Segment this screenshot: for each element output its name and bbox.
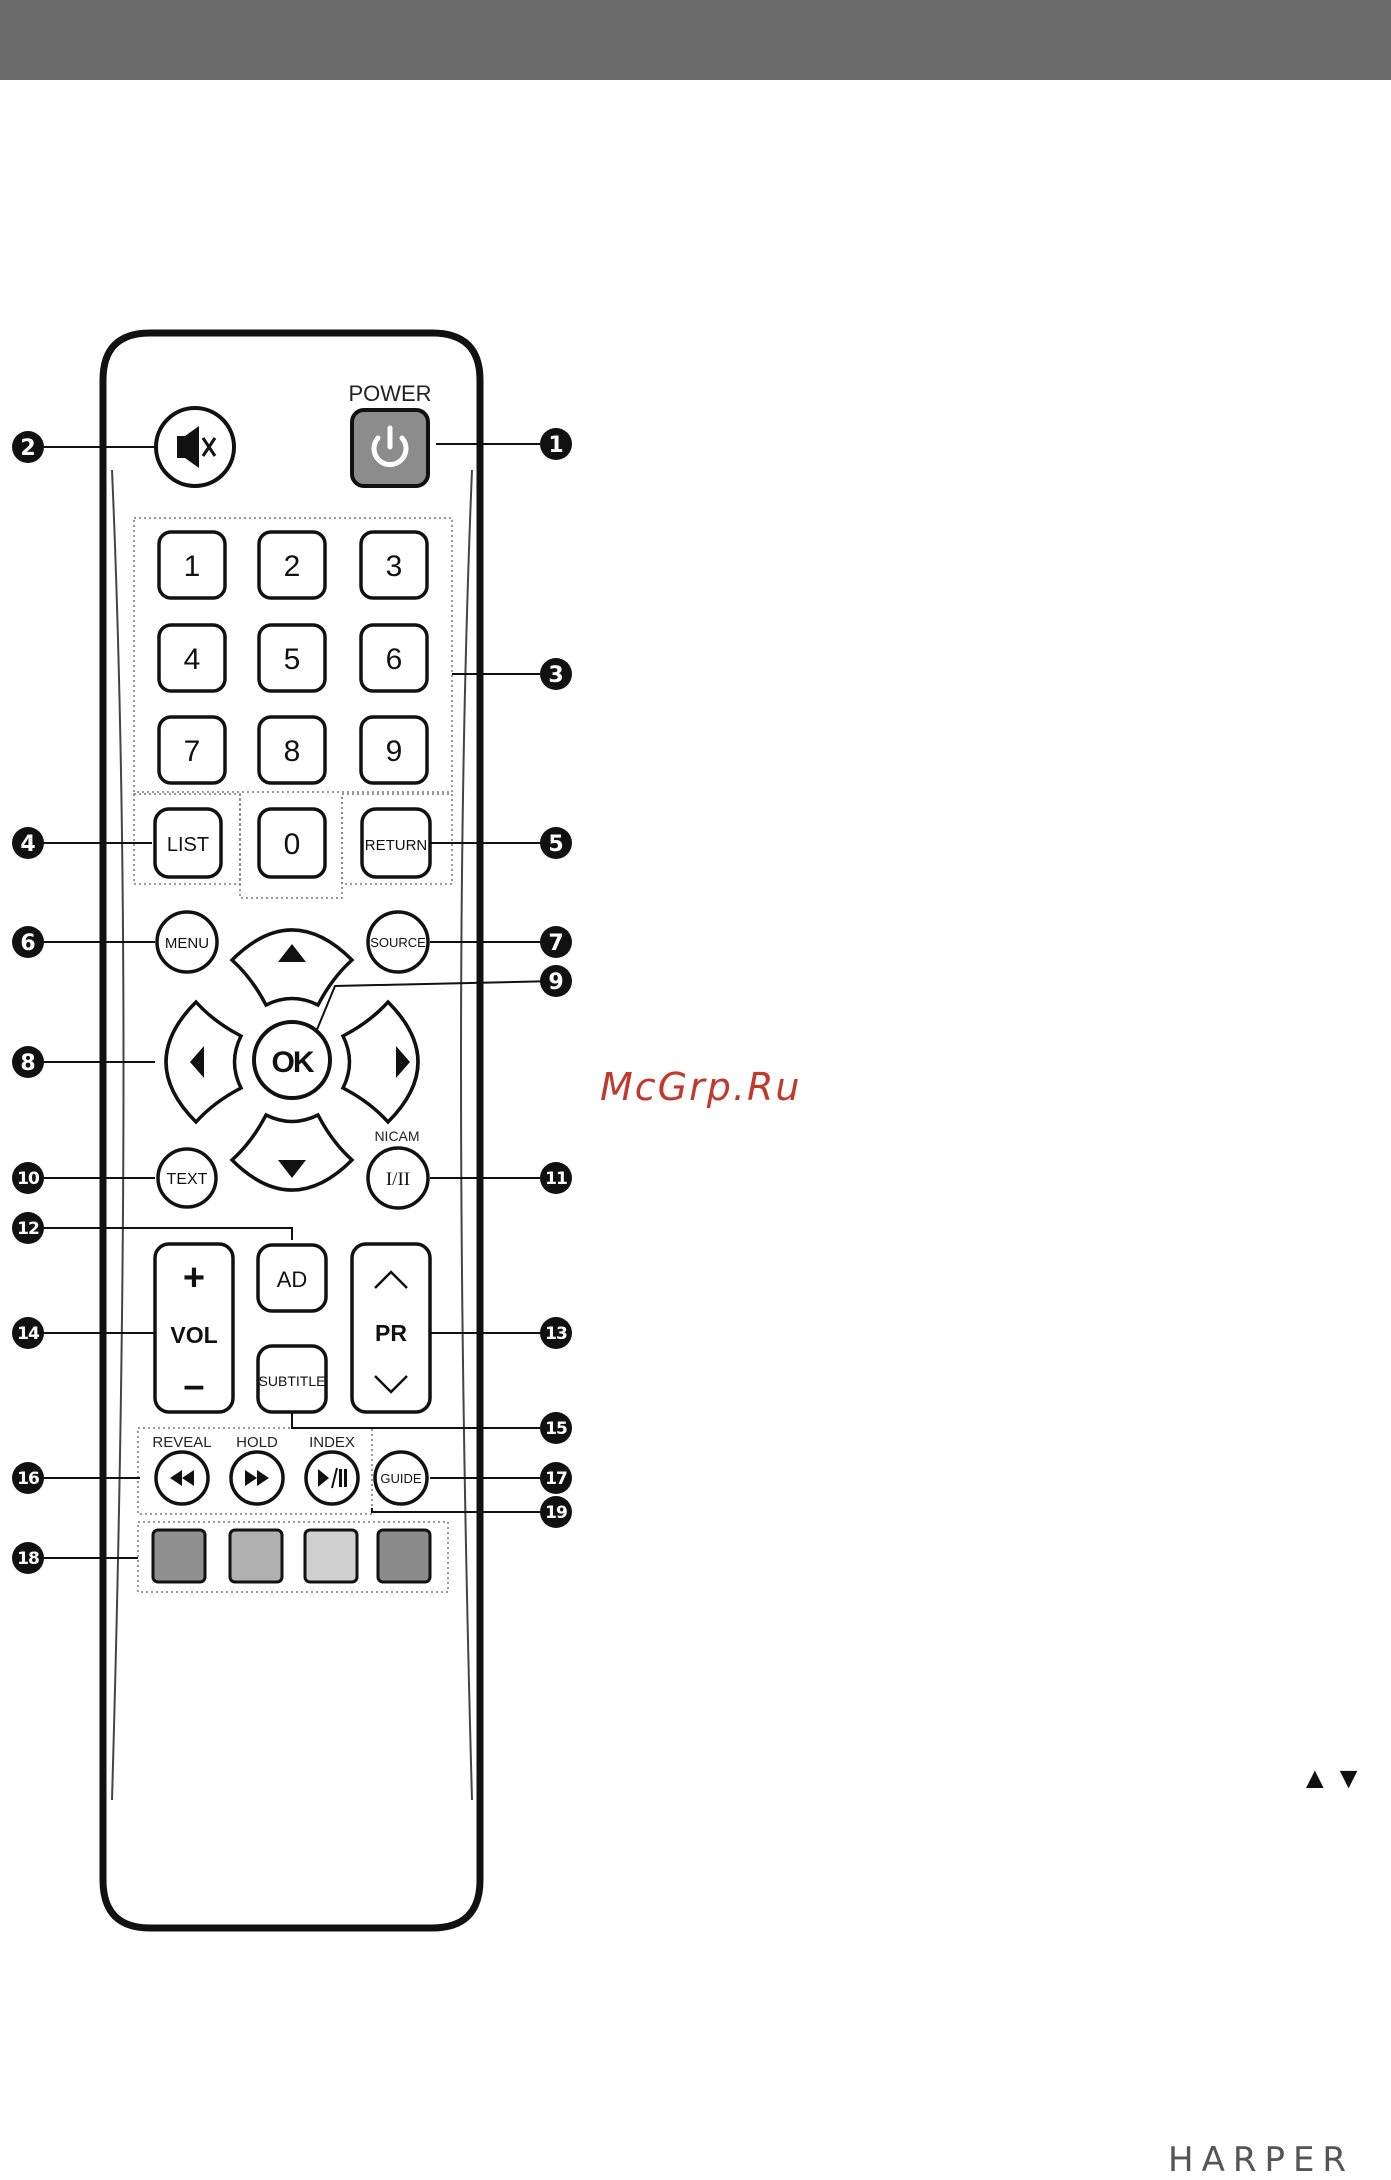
callout-11-number: 11 xyxy=(545,1169,567,1189)
ad-label: AD xyxy=(277,1267,308,1292)
menu-label: MENU xyxy=(165,935,209,952)
nicam-caption: NICAM xyxy=(374,1128,419,1144)
watermark: McGrp.Ru xyxy=(600,1065,801,1109)
callout-1-number: 1 xyxy=(548,433,563,458)
text-label: TEXT xyxy=(167,1171,208,1188)
callout-9-number: 9 xyxy=(548,970,563,995)
color-key-1-button[interactable] xyxy=(153,1530,205,1582)
vol-label: VOL xyxy=(170,1322,217,1348)
remote-side-curve-right xyxy=(461,470,472,1800)
nav-arrow-symbols: ▲▼ xyxy=(1300,1762,1367,1796)
digit-1-label: 1 xyxy=(184,550,201,583)
callout-4-number: 4 xyxy=(20,832,35,857)
callout-5-number: 5 xyxy=(548,832,563,857)
callout-15-number: 15 xyxy=(545,1419,567,1439)
callout-7-number: 7 xyxy=(548,931,563,956)
color-key-3-button[interactable] xyxy=(305,1530,357,1582)
callout-18-number: 18 xyxy=(17,1549,39,1569)
hold-caption: HOLD xyxy=(236,1434,278,1451)
digit-8-label: 8 xyxy=(284,735,301,768)
list-label: LIST xyxy=(167,834,209,856)
reveal-caption: REVEAL xyxy=(152,1434,211,1451)
index-caption: INDEX xyxy=(309,1434,355,1451)
digit-3-label: 3 xyxy=(386,550,403,583)
digit-4-label: 4 xyxy=(184,643,201,676)
callout-10-number: 10 xyxy=(17,1169,40,1189)
index-button[interactable] xyxy=(306,1452,358,1504)
ok-label: OK xyxy=(272,1046,315,1079)
digit-5-label: 5 xyxy=(284,643,301,676)
callout-19-number: 19 xyxy=(545,1503,567,1523)
color-key-4-button[interactable] xyxy=(378,1530,430,1582)
digit-0-label: 0 xyxy=(284,828,301,861)
callout-3-number: 3 xyxy=(548,663,563,688)
subtitle-label: SUBTITLE xyxy=(259,1373,326,1389)
vol-plus-label: + xyxy=(183,1257,205,1299)
digit-6-label: 6 xyxy=(386,643,403,676)
callout-6-number: 6 xyxy=(20,931,35,956)
return-label: RETURN xyxy=(365,837,428,854)
callout-12-number: 12 xyxy=(17,1219,39,1239)
guide-label: GUIDE xyxy=(380,1471,422,1486)
brand-logo: HARPER xyxy=(1168,2140,1354,2180)
pr-label: PR xyxy=(375,1320,407,1346)
power-caption: POWER xyxy=(348,381,431,406)
i-ii-label: I/II xyxy=(386,1169,410,1190)
source-label: SOURCE xyxy=(370,935,426,950)
dpad-up-button[interactable] xyxy=(232,930,352,1005)
callout-2-number: 2 xyxy=(20,436,35,461)
digit-7-label: 7 xyxy=(184,735,201,768)
callout-14-number: 14 xyxy=(17,1324,40,1344)
color-key-2-button[interactable] xyxy=(230,1530,282,1582)
callout-17-number: 17 xyxy=(545,1469,567,1489)
vol-minus-label: – xyxy=(183,1365,204,1407)
callout-8-number: 8 xyxy=(20,1051,35,1076)
remote-side-curve-left xyxy=(112,470,124,1800)
dpad-down-button[interactable] xyxy=(232,1115,352,1190)
callout-16-number: 16 xyxy=(17,1469,39,1489)
callout-13-number: 13 xyxy=(545,1324,567,1344)
digit-2-label: 2 xyxy=(284,550,301,583)
digit-9-label: 9 xyxy=(386,735,403,768)
